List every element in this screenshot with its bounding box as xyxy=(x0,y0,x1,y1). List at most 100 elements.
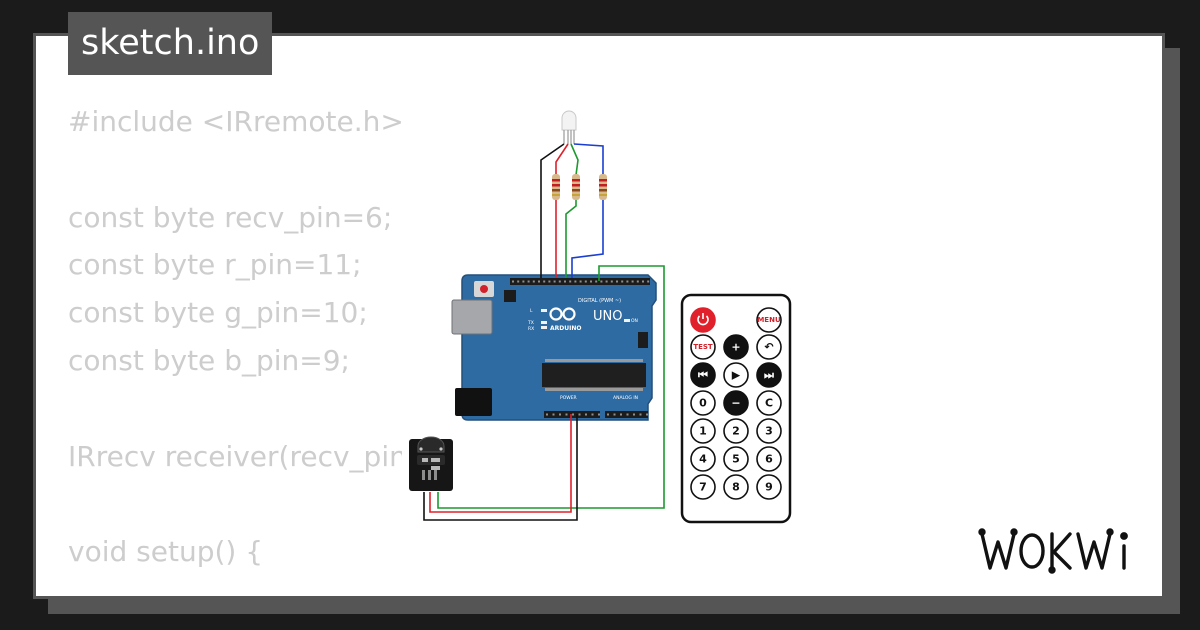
remote-button-3[interactable]: 3 xyxy=(756,418,782,444)
remote-button-power[interactable] xyxy=(690,307,716,333)
file-tab-label: sketch.ino xyxy=(81,23,260,63)
header-pin xyxy=(569,280,572,283)
wire-red-5v xyxy=(429,414,572,513)
header-pin xyxy=(559,413,561,416)
analog-label: ANALOG IN xyxy=(613,395,638,401)
header-pin xyxy=(552,413,555,416)
remote-button-1[interactable]: 1 xyxy=(690,418,716,444)
power-jack xyxy=(455,388,492,416)
rgb-led[interactable] xyxy=(561,110,577,144)
header-pin xyxy=(595,280,598,283)
remote-button-c[interactable]: C xyxy=(756,390,782,416)
code-line: const byte recv_pin=6; xyxy=(68,200,393,234)
file-tab[interactable]: sketch.ino xyxy=(68,12,273,75)
resistor-red[interactable] xyxy=(552,174,560,200)
remote-button-plus[interactable]: + xyxy=(723,334,749,360)
remote-button-9[interactable]: 9 xyxy=(756,474,782,500)
wire-blue-top xyxy=(573,143,604,175)
header-pin xyxy=(538,280,540,283)
code-line: const byte b_pin=9; xyxy=(68,343,350,377)
wokwi-logo xyxy=(978,528,1128,574)
header-pin xyxy=(598,413,600,416)
code-line: #include <IRremote.h> xyxy=(68,105,404,138)
header-pin xyxy=(639,413,642,416)
remote-button-4[interactable]: 4 xyxy=(690,446,716,472)
remote-button-label: ⏮ xyxy=(698,369,708,382)
wire-green-pin10 xyxy=(565,200,577,278)
power-icon xyxy=(697,315,709,326)
code-line: IRrecv receiver(recv_pin); xyxy=(68,439,428,473)
header-pin xyxy=(646,413,648,416)
icsp2-header xyxy=(638,332,648,348)
header-pin xyxy=(642,280,644,283)
digital-label: DIGITAL (PWM ~) xyxy=(578,298,621,304)
header-pin xyxy=(578,413,581,416)
remote-button-label: + xyxy=(731,341,740,354)
wire-green-signal xyxy=(437,265,665,509)
header-pin xyxy=(548,280,551,283)
header-pin xyxy=(616,280,618,283)
remote-button-label: ⏭ xyxy=(764,369,774,382)
header-pin xyxy=(546,413,548,416)
remote-button-prev[interactable]: ⏮ xyxy=(690,362,716,388)
rx-label: RX xyxy=(528,326,534,332)
board-brand-label: ARDUINO xyxy=(550,325,581,332)
remote-button-0[interactable]: 0 xyxy=(690,390,716,416)
header-pin xyxy=(636,280,639,283)
header-pin xyxy=(647,280,650,283)
code-line: void setup() { xyxy=(68,535,264,569)
remote-button-label: 4 xyxy=(699,453,707,466)
remote-button-7[interactable]: 7 xyxy=(690,474,716,500)
remote-button-menu[interactable]: MENU xyxy=(756,307,782,333)
ir-receiver[interactable] xyxy=(409,436,453,491)
header-pin xyxy=(565,413,568,416)
code-line: const byte r_pin=11; xyxy=(68,248,362,282)
tx-label: TX xyxy=(527,320,534,326)
remote-button-5[interactable]: 5 xyxy=(723,446,749,472)
resistor-green[interactable] xyxy=(572,174,580,200)
remote-button-6[interactable]: 6 xyxy=(756,446,782,472)
remote-button-label: 9 xyxy=(765,481,773,494)
wire-blue-pin9 xyxy=(571,200,604,278)
wire-green-top xyxy=(570,143,579,176)
icsp-header xyxy=(504,290,516,302)
remote-button-label: 1 xyxy=(699,425,707,438)
header-pin xyxy=(558,280,561,283)
arduino-uno-board[interactable]: UNO ARDUINO DIGITAL (PWM ~) POWER ANALOG… xyxy=(451,274,657,421)
header-pin xyxy=(607,413,609,416)
remote-button-minus[interactable]: − xyxy=(723,390,749,416)
header-pin xyxy=(590,280,592,283)
resistor-blue[interactable] xyxy=(599,174,607,200)
remote-button-label: TEST xyxy=(693,343,713,351)
remote-button-play[interactable]: ▶ xyxy=(723,362,749,388)
remote-button-2[interactable]: 2 xyxy=(723,418,749,444)
header-pin xyxy=(626,280,629,283)
header-pin xyxy=(621,280,624,283)
remote-button-label: 6 xyxy=(765,453,773,466)
reset-button-cap xyxy=(480,285,488,293)
remote-button-test[interactable]: TEST xyxy=(690,334,716,360)
header-pin xyxy=(579,280,582,283)
remote-button-label: ▶ xyxy=(732,369,741,382)
remote-button-back[interactable]: ↶ xyxy=(756,334,782,360)
remote-button-label: 0 xyxy=(699,397,707,410)
header-pin xyxy=(574,280,577,283)
header-pins xyxy=(512,280,650,416)
header-pin xyxy=(517,280,520,283)
board-model-label: UNO xyxy=(593,309,622,324)
header-pin xyxy=(522,280,525,283)
wire-red-top xyxy=(555,143,569,175)
header-pin xyxy=(620,413,622,416)
header-pin xyxy=(633,413,635,416)
power-label: POWER xyxy=(560,395,577,401)
on-label: ON xyxy=(631,318,638,324)
usb-port xyxy=(451,299,493,335)
wire-black-gnd xyxy=(540,143,565,278)
remote-button-8[interactable]: 8 xyxy=(723,474,749,500)
remote-button-label: 7 xyxy=(699,481,707,494)
remote-button-next[interactable]: ⏭ xyxy=(756,362,782,388)
header-pin xyxy=(585,413,587,416)
code-line: const byte g_pin=10; xyxy=(68,296,368,330)
